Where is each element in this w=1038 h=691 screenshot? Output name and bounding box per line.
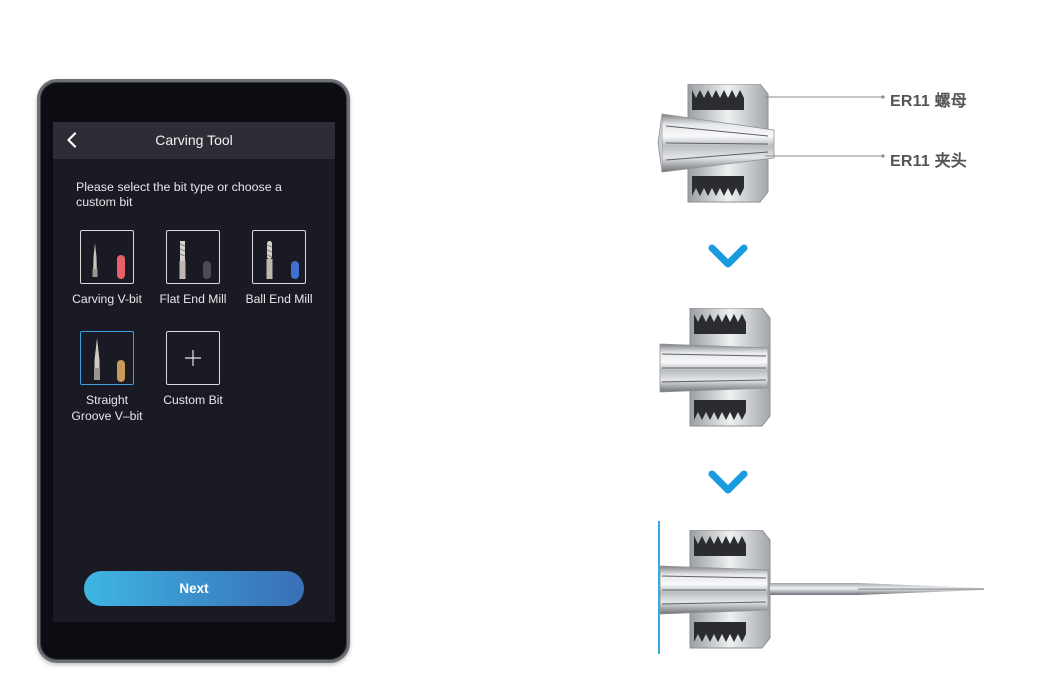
chevron-down-icon [708,244,748,268]
top-bar: Carving Tool [53,122,335,159]
collet-with-bit-inserted [659,530,984,649]
option-label: Ball End Mill [245,292,313,306]
callout-er11-collet: ER11 夹头 [890,153,967,170]
custom-bit-box [166,331,220,385]
ball-end-mill-icon [252,230,306,284]
plus-icon [185,350,201,366]
option-label: Straight Groove V–bit [65,392,149,424]
option-label: Flat End Mill [159,292,227,306]
flat-end-mill-icon [166,230,220,284]
back-button[interactable] [61,128,83,152]
option-label: Custom Bit [163,393,223,407]
instruction-text: Please select the bit type or choose a c… [76,180,282,209]
alignment-line [658,521,660,654]
option-custom-bit[interactable]: Custom Bit [151,331,235,408]
option-carving-v-bit[interactable]: Carving V-bit [65,230,149,307]
next-button[interactable]: Next [84,571,304,606]
straight-groove-v-bit-icon [80,331,134,385]
nut-and-collet-separated [657,84,775,203]
chevron-left-icon [67,132,77,148]
callout-lines [765,95,885,158]
option-label-line-2: Groove V–bit [71,409,143,423]
option-label-line-1: Straight [85,393,128,407]
option-label: Carving V-bit [72,292,142,306]
chevron-down-icon [708,470,748,494]
option-flat-end-mill[interactable]: Flat End Mill [151,230,235,307]
carving-v-bit-icon [80,230,134,284]
option-straight-groove-v-bit[interactable]: Straight Groove V–bit [65,331,149,424]
option-ball-end-mill[interactable]: Ball End Mill [237,230,321,307]
nut-and-collet-assembled [659,308,771,427]
page-title: Carving Tool [155,132,233,148]
device-screen: Carving Tool Please select the bit type … [53,122,335,622]
callout-er11-nut: ER11 螺母 [890,93,967,110]
